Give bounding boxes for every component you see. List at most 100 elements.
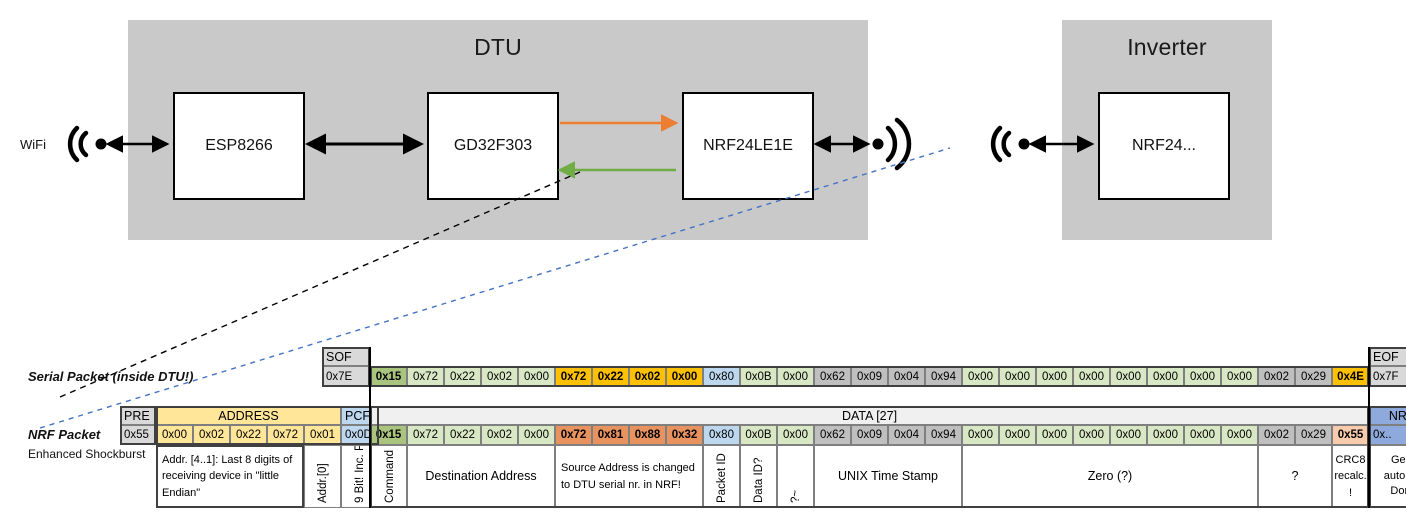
nrf-byte-26: 0x55 [1332, 425, 1369, 445]
nrf-address-byte-0: 0x00 [156, 425, 193, 445]
serial-sof-header: SOF [322, 347, 370, 366]
nrf-byte-21: 0x00 [1147, 425, 1184, 445]
nrf-byte-12: 0x62 [814, 425, 851, 445]
nrf-byte-16: 0x00 [962, 425, 999, 445]
nrf-address-byte-2: 0x22 [230, 425, 267, 445]
serial-sof-value: 0x7E [322, 366, 370, 387]
serial-byte-16: 0x00 [962, 366, 999, 387]
serial-byte-9: 0x80 [703, 366, 740, 387]
serial-byte-23: 0x00 [1221, 366, 1258, 387]
nrf-pre-header: PRE [120, 406, 156, 425]
serial-byte-6: 0x22 [592, 366, 629, 387]
nrf-byte-8: 0x32 [666, 425, 703, 445]
serial-eof-value: 0x7F [1369, 366, 1406, 387]
nrf-byte-23: 0x00 [1221, 425, 1258, 445]
nrf-address-header: ADDRESS [156, 406, 341, 425]
serial-byte-15: 0x94 [925, 366, 962, 387]
serial-byte-3: 0x02 [481, 366, 518, 387]
nrf-crc-header: NRF CRC [1369, 406, 1406, 425]
inverter-container: Inverter [1062, 20, 1272, 240]
nrf-byte-18: 0x00 [1036, 425, 1073, 445]
serial-byte-21: 0x00 [1147, 366, 1184, 387]
chip-nrf24-inverter: NRF24... [1098, 92, 1230, 200]
nrf-crc-value-0: 0x.. [1369, 425, 1406, 445]
desc-packet-id: Packet ID [703, 445, 740, 508]
nrf-byte-25: 0x29 [1295, 425, 1332, 445]
serial-byte-5: 0x72 [555, 366, 592, 387]
chip-esp8266-label: ESP8266 [205, 137, 273, 154]
nrf-packet-label: NRF Packet [28, 427, 101, 442]
desc-command: Command [370, 445, 407, 508]
nrf-byte-4: 0x00 [518, 425, 555, 445]
nrf-byte-3: 0x02 [481, 425, 518, 445]
serial-byte-19: 0x00 [1073, 366, 1110, 387]
serial-byte-25: 0x29 [1295, 366, 1332, 387]
serial-byte-12: 0x62 [814, 366, 851, 387]
nrf-byte-0: 0x15 [370, 425, 407, 445]
nrf-byte-11: 0x00 [777, 425, 814, 445]
chip-nrf24le1e-label: NRF24LE1E [703, 137, 793, 154]
desc-address-note: Addr. [4..1]: Last 8 digits of receiving… [156, 445, 304, 508]
serial-byte-1: 0x72 [407, 366, 444, 387]
nrf-byte-2: 0x22 [444, 425, 481, 445]
serial-packet-label: Serial Packet (inside DTU!) [28, 369, 194, 384]
serial-byte-2: 0x22 [444, 366, 481, 387]
nrf-byte-14: 0x04 [888, 425, 925, 445]
serial-byte-18: 0x00 [1036, 366, 1073, 387]
desc-destination-address: Destination Address [407, 445, 555, 508]
chip-nrf24-label: NRF24... [1131, 137, 1196, 154]
wifi-label: WiFi [20, 137, 46, 152]
nrf-address-byte-1: 0x02 [193, 425, 230, 445]
nrf-packet-sublabel: Enhanced Shockburst [28, 447, 146, 461]
nrf-byte-24: 0x02 [1258, 425, 1295, 445]
wifi-antenna-inverter [990, 125, 1012, 163]
nrf-byte-15: 0x94 [925, 425, 962, 445]
nrf-byte-13: 0x09 [851, 425, 888, 445]
nrf-address-byte-4: 0x01 [304, 425, 341, 445]
serial-byte-17: 0x00 [999, 366, 1036, 387]
nrf-byte-20: 0x00 [1110, 425, 1147, 445]
serial-byte-26: 0x4E [1332, 366, 1369, 387]
desc-addr0: Addr.[0] [304, 445, 341, 508]
nrf-address-byte-3: 0x72 [267, 425, 304, 445]
desc-zero: Zero (?) [962, 445, 1258, 508]
desc-crc8: CRC8 recalc. ! [1332, 445, 1369, 508]
desc-crc-auto: Generated automatically. Dont Care! [1369, 445, 1406, 508]
serial-byte-7: 0x02 [629, 366, 666, 387]
nrf-pre-value: 0x55 [120, 425, 156, 445]
serial-byte-20: 0x00 [1110, 366, 1147, 387]
serial-byte-13: 0x09 [851, 366, 888, 387]
serial-byte-10: 0x0B [740, 366, 777, 387]
serial-byte-11: 0x00 [777, 366, 814, 387]
serial-byte-0: 0x15 [370, 366, 407, 387]
chip-gd32f303-label: GD32F303 [453, 137, 533, 154]
nrf-data-header: DATA [27] [370, 406, 1369, 425]
serial-byte-24: 0x02 [1258, 366, 1295, 387]
wifi-antenna-dtu-right [885, 117, 912, 171]
nrf-byte-1: 0x72 [407, 425, 444, 445]
chip-esp8266: ESP8266 [173, 92, 305, 200]
wifi-antenna-left [67, 125, 89, 163]
serial-byte-22: 0x00 [1184, 366, 1221, 387]
nrf-byte-7: 0x88 [629, 425, 666, 445]
inverter-title: Inverter [1127, 34, 1207, 60]
serial-byte-4: 0x00 [518, 366, 555, 387]
serial-byte-8: 0x00 [666, 366, 703, 387]
nrf-byte-22: 0x00 [1184, 425, 1221, 445]
desc-question: ? [1258, 445, 1332, 508]
nrf-byte-9: 0x80 [703, 425, 740, 445]
serial-byte-14: 0x04 [888, 366, 925, 387]
nrf-byte-10: 0x0B [740, 425, 777, 445]
serial-eof-header: EOF [1369, 347, 1406, 366]
chip-nrf24le1e: NRF24LE1E [682, 92, 814, 200]
nrf-byte-17: 0x00 [999, 425, 1036, 445]
nrf-byte-19: 0x00 [1073, 425, 1110, 445]
nrf-byte-5: 0x72 [555, 425, 592, 445]
desc-source-note: Source Address is changed to DTU serial … [555, 445, 703, 508]
desc-data-id: Data ID? [740, 445, 777, 508]
chip-gd32f303: GD32F303 [427, 92, 559, 200]
desc-unix-timestamp: UNIX Time Stamp [814, 445, 962, 508]
dtu-title: DTU [474, 34, 522, 60]
nrf-byte-6: 0x81 [592, 425, 629, 445]
desc-tilde: ?~ [777, 445, 814, 508]
